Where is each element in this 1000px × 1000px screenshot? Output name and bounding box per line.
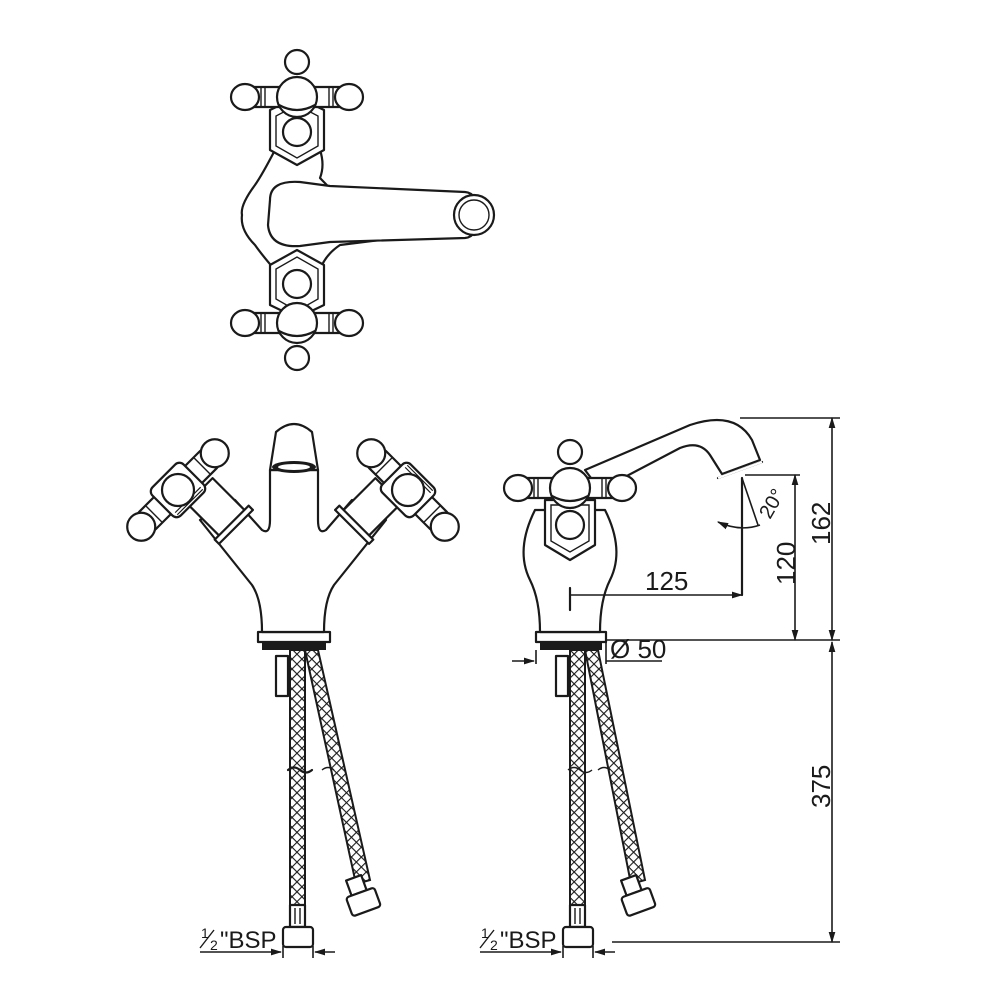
side-view xyxy=(502,418,764,949)
top-cross-handle-upper xyxy=(229,75,365,119)
front-bsp-fitting xyxy=(281,925,315,949)
front-hose-straight xyxy=(289,649,306,906)
side-bsp-label: 1 2 "BSP xyxy=(479,925,557,954)
front-spout-nose xyxy=(268,422,320,472)
front-base-ring xyxy=(256,630,332,644)
dim-base-diameter: Ø 50 xyxy=(610,634,666,664)
side-hose-straight xyxy=(569,649,586,906)
svg-text:1: 1 xyxy=(481,925,489,941)
front-view xyxy=(116,422,470,949)
svg-text:"BSP: "BSP xyxy=(500,927,557,954)
front-bsp-label: 1 2 "BSP xyxy=(199,925,277,954)
dim-overall-height: 162 xyxy=(806,502,836,545)
dim-spout-height: 120 xyxy=(771,542,801,585)
top-view xyxy=(229,48,496,372)
svg-text:2: 2 xyxy=(490,937,498,953)
front-hose-angled xyxy=(303,649,372,886)
dim-spout-angle: 20° xyxy=(755,485,789,522)
svg-text:1: 1 xyxy=(201,925,209,941)
side-bsp-fitting xyxy=(561,925,595,949)
side-hose-angled xyxy=(583,649,647,886)
svg-text:"BSP: "BSP xyxy=(220,927,277,954)
side-spout xyxy=(583,418,762,492)
top-cross-handle-lower xyxy=(229,301,365,345)
dim-spout-reach: 125 xyxy=(645,566,688,596)
side-base-ring xyxy=(534,630,608,644)
top-view-spout xyxy=(266,180,480,248)
dim-hose-length: 375 xyxy=(806,765,836,808)
dimension-lines xyxy=(200,416,840,958)
svg-text:2: 2 xyxy=(210,937,218,953)
